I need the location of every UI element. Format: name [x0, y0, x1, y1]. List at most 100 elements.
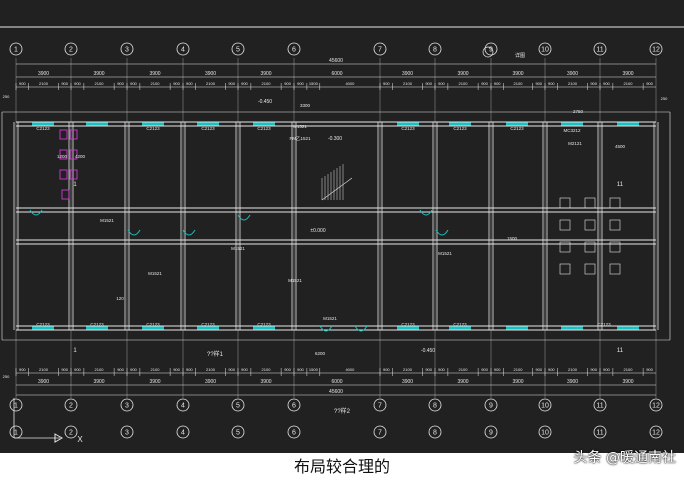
sub-dimension: 900 — [438, 367, 445, 372]
sub-dimension: 900 — [590, 367, 597, 372]
sub-dimension: 900 — [241, 367, 248, 372]
sub-dimension: 900 — [173, 367, 180, 372]
axis-label: 5 — [236, 430, 240, 437]
axis-label: 3 — [125, 430, 129, 437]
bay-dimension: 3900 — [622, 71, 633, 77]
axis-bubble — [64, 42, 78, 56]
axis-bubble — [9, 398, 23, 412]
sub-dimension: 900 — [186, 81, 193, 86]
section-mark: 1 — [73, 182, 77, 188]
axis-bubble — [64, 425, 78, 439]
table — [584, 219, 596, 231]
axis-label: 5 — [236, 403, 240, 410]
axis-bubble — [287, 42, 301, 56]
axis-bubble — [120, 425, 134, 439]
sub-dimension: 900 — [646, 81, 653, 86]
bay-dimension: 3900 — [402, 71, 413, 77]
sub-dimension: 900 — [74, 81, 81, 86]
bay-dimension: 3900 — [149, 71, 160, 77]
axis-label: 11 — [596, 430, 603, 437]
detail-callout-bubble — [482, 46, 494, 58]
elevation-label: -0.450 — [421, 348, 435, 354]
window-label: C2123 — [453, 126, 467, 131]
sub-dimension: 2100 — [95, 81, 105, 86]
window-label: C2123 — [146, 322, 160, 327]
axis-bubble — [484, 398, 498, 412]
table — [559, 219, 571, 231]
axis-bubble — [593, 42, 607, 56]
axis-label: 12 — [652, 47, 660, 54]
axis-label: 4 — [181, 47, 185, 54]
sub-dimension: 900 — [603, 367, 610, 372]
sub-dimension: 900 — [548, 367, 555, 372]
section-mark: 11 — [617, 182, 624, 188]
axis-label: 11 — [596, 403, 603, 410]
toilet-fixture — [59, 149, 68, 160]
sub-dimension: 900 — [425, 367, 432, 372]
bay-dimension: 3900 — [38, 379, 49, 385]
sub-dimension: 900 — [173, 81, 180, 86]
misc-label: 2750 — [573, 109, 584, 114]
sub-dimension: 900 — [61, 367, 68, 372]
elevation-label: -0.450 — [258, 99, 272, 105]
sub-dimension: 900 — [425, 81, 432, 86]
axis-label: 2 — [69, 47, 73, 54]
sub-dimension: 900 — [19, 81, 26, 86]
bay-dimension: 3900 — [260, 379, 271, 385]
misc-label: 6200 — [315, 351, 326, 356]
bay-dimension: 3900 — [260, 71, 271, 77]
bay-dimension: 6000 — [331, 71, 342, 77]
table — [609, 263, 621, 275]
table — [584, 241, 596, 253]
axis-label: 1 — [14, 403, 18, 410]
door-label: M1521 — [293, 124, 307, 129]
door-swing — [29, 209, 43, 216]
edge-dimension: 250 — [3, 94, 10, 99]
table — [559, 241, 571, 253]
axis-label: 5 — [236, 47, 240, 54]
axis-bubble — [176, 425, 190, 439]
table — [609, 241, 621, 253]
axis-bubble — [538, 42, 552, 56]
axis-bubble — [428, 398, 442, 412]
axis-label: 7 — [378, 403, 382, 410]
axis-bubble — [176, 398, 190, 412]
axis-label: 8 — [433, 430, 437, 437]
sub-dimension: 2100 — [39, 367, 49, 372]
sub-dimension: 900 — [297, 367, 304, 372]
detail-callout-label: 详图 — [515, 52, 525, 59]
sub-dimension: 900 — [481, 367, 488, 372]
window-label: C2123 — [36, 322, 50, 327]
door-swing — [419, 209, 433, 216]
axis-label: 4 — [181, 403, 185, 410]
axis-label: 3 — [125, 47, 129, 54]
sub-dimension: 2100 — [568, 367, 578, 372]
window-label: C2123 — [90, 322, 104, 327]
sub-dimension: 1500 — [309, 367, 319, 372]
sub-dimension: 2100 — [459, 81, 469, 86]
sub-dimension: 2100 — [624, 367, 634, 372]
axis-label: 10 — [541, 430, 549, 437]
sub-dimension: 900 — [117, 367, 124, 372]
axis-label: 4 — [181, 430, 185, 437]
sub-dimension: 4000 — [345, 367, 355, 372]
sub-dimension: 900 — [548, 81, 555, 86]
axis-label: 1 — [14, 47, 18, 54]
door-swing — [237, 214, 251, 221]
axis-label: 7 — [378, 47, 382, 54]
door-label: M1521 — [148, 271, 162, 276]
window-label: C2123 — [453, 322, 467, 327]
table — [584, 197, 596, 209]
axis-label: 3 — [125, 403, 129, 410]
sub-dimension: 900 — [438, 81, 445, 86]
image-caption: 布局较合理的 — [293, 457, 390, 476]
sub-dimension: 900 — [646, 367, 653, 372]
sub-dimension: 900 — [494, 367, 501, 372]
sub-dimension: 2100 — [262, 81, 272, 86]
sub-dimension: 900 — [284, 367, 291, 372]
misc-label: 1500 — [507, 236, 518, 241]
door-swing — [354, 325, 368, 332]
elevation-label: ±0.000 — [310, 228, 325, 234]
misc-label: 120 — [116, 296, 124, 301]
